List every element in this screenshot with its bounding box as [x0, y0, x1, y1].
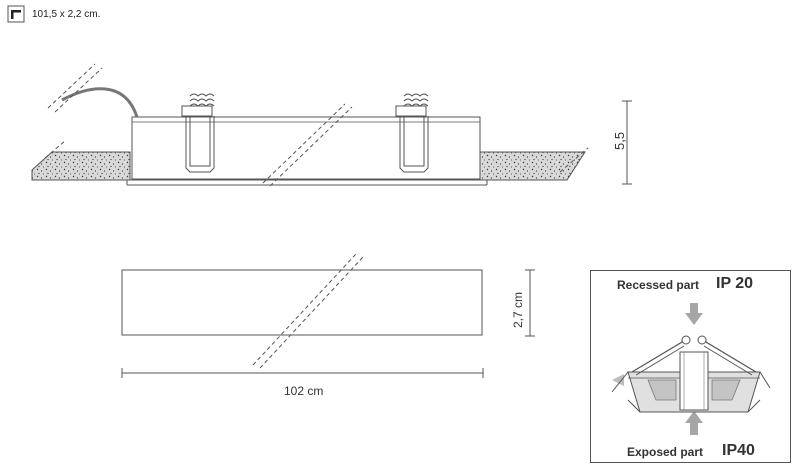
recessed-part-label: Recessed part	[617, 278, 700, 292]
profile-top	[121, 269, 483, 336]
recessed-arrow-icon	[685, 303, 703, 325]
side-view	[31, 63, 632, 187]
spring-clip-right	[395, 93, 429, 173]
spring-clip-left	[181, 93, 215, 173]
ip-rating-drawing	[611, 303, 771, 435]
height-dimension-line	[622, 100, 632, 185]
power-cable	[61, 87, 139, 118]
recessed-ip-rating: IP 20	[716, 275, 754, 292]
side-arrow-icon	[612, 374, 624, 386]
plaster-right	[479, 151, 586, 181]
length-dimension-line	[121, 368, 484, 378]
width-dimension-line	[525, 269, 535, 337]
ip-rating-panel	[590, 270, 791, 463]
length-dimension-label: 102 cm	[284, 384, 324, 398]
exposed-arrow-icon	[685, 411, 703, 435]
height-dimension-label: 5,5	[612, 131, 627, 150]
top-view	[121, 253, 535, 378]
exposed-ip-rating: IP40	[722, 442, 755, 459]
fixture-core	[679, 351, 709, 411]
width-dimension-label: 2,7 cm	[511, 291, 525, 328]
product-dimensions-label: 101,5 x 2,2 cm.	[32, 9, 101, 20]
product-symbol-icon	[7, 5, 25, 23]
plaster-left	[31, 151, 131, 181]
exposed-part-label: Exposed part	[627, 445, 704, 459]
